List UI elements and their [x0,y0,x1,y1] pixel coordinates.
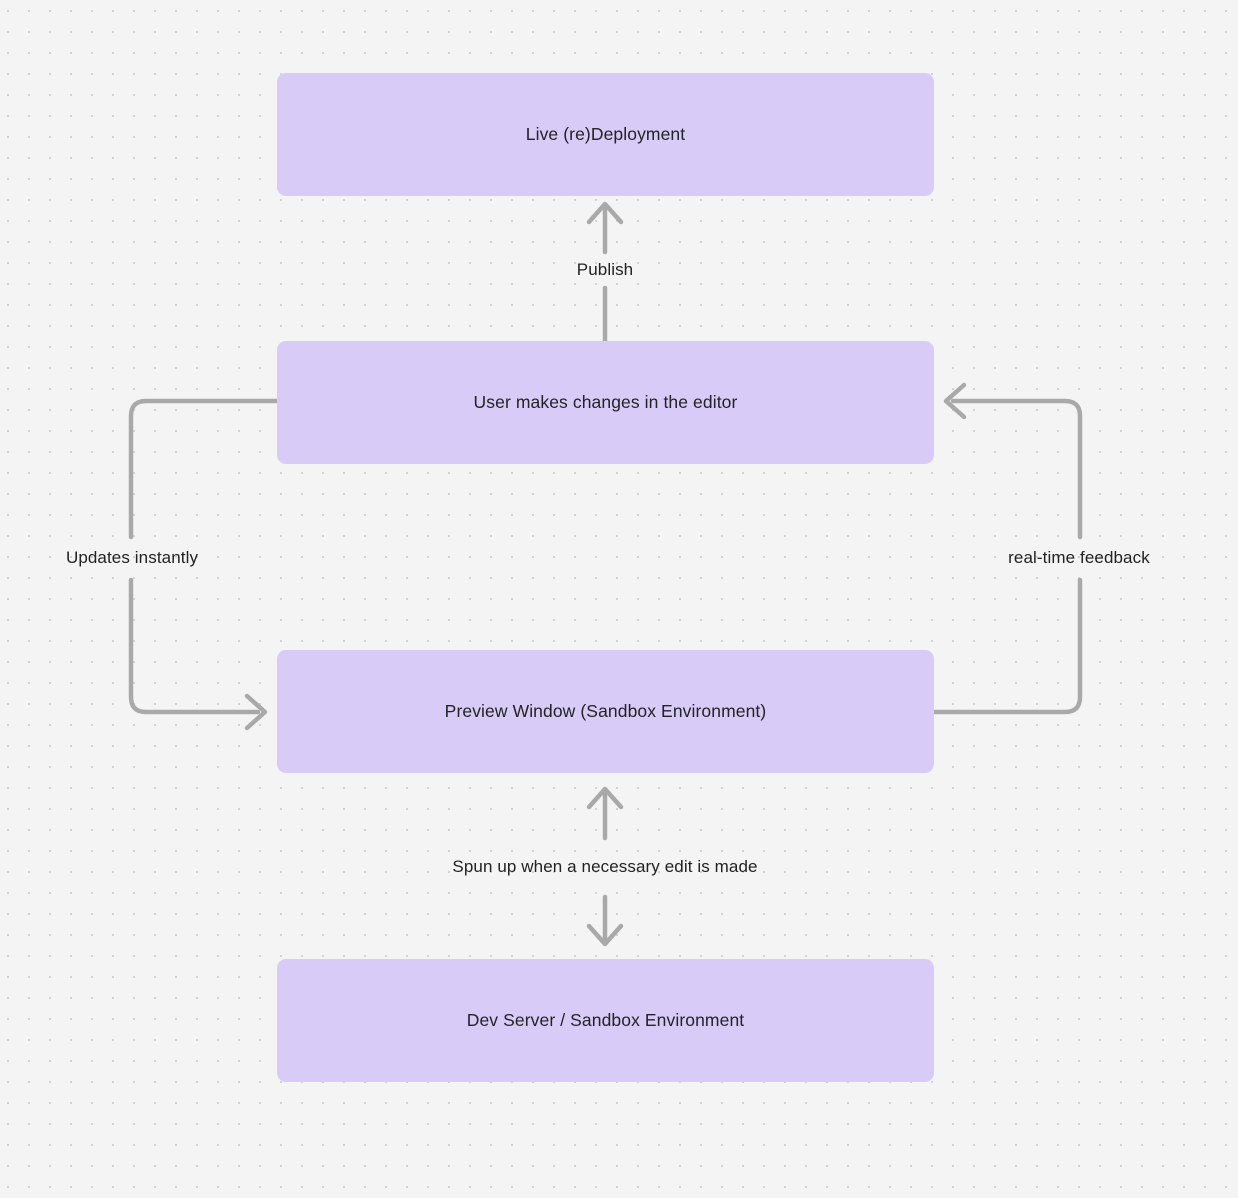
node-label: Preview Window (Sandbox Environment) [444,700,767,721]
node-preview-window[interactable]: Preview Window (Sandbox Environment) [277,650,934,773]
node-label: Dev Server / Sandbox Environment [466,1009,745,1030]
node-label: Live (re)Deployment [525,123,686,144]
edge-label-updates-instantly: Updates instantly [65,547,199,567]
node-dev-server[interactable]: Dev Server / Sandbox Environment [277,959,934,1082]
node-live-redeployment[interactable]: Live (re)Deployment [277,73,934,196]
edge-label-realtime-feedback: real-time feedback [1008,547,1150,567]
edge-label-publish: Publish [576,259,634,279]
node-user-makes-changes[interactable]: User makes changes in the editor [277,341,934,464]
node-label: User makes changes in the editor [473,391,738,412]
edge-label-spun-up: Spun up when a necessary edit is made [452,856,758,876]
